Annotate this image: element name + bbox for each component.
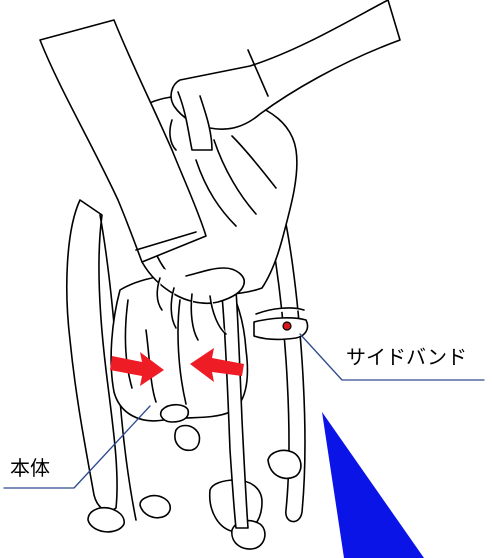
side-band-marker-icon	[283, 322, 291, 330]
direction-pointer-icon	[322, 412, 424, 558]
body-label: 本体	[10, 458, 50, 478]
side-band	[254, 308, 308, 339]
side-band-label: サイドバンド	[346, 347, 467, 367]
